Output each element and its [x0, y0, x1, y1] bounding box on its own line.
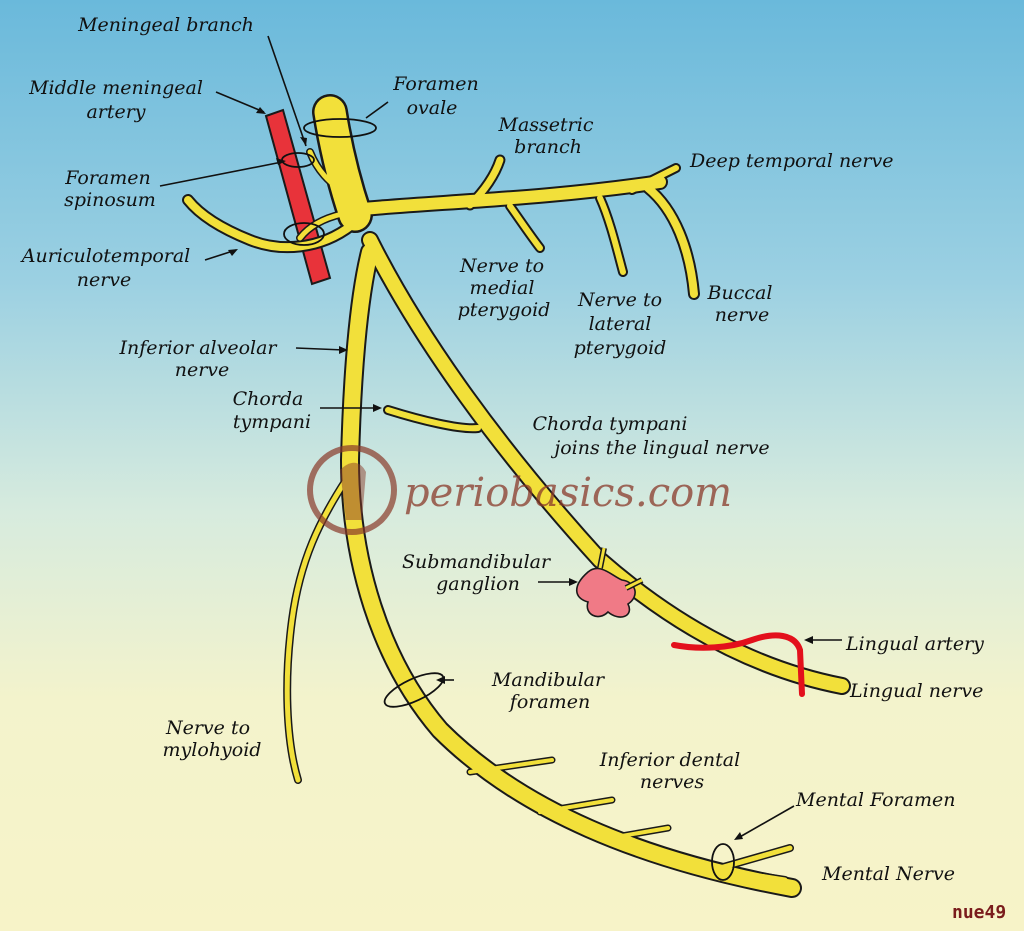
label-mylohyoid-line1: Nerve to: [165, 717, 250, 739]
label-auriculotemporal-line2: nerve: [77, 269, 132, 291]
label-chorda-joins-line2: joins the lingual nerve: [550, 437, 769, 459]
label-lateral-pterygoid-line2: lateral: [589, 313, 652, 335]
label-inferior-alveolar-line2: nerve: [175, 359, 230, 381]
label-middle-meningeal-line2: artery: [86, 101, 145, 123]
label-chorda-joins-line1: Chorda tympani: [532, 413, 687, 435]
submandibular-ganglion: [575, 567, 636, 618]
label-lingual-artery: Lingual artery: [845, 633, 984, 655]
label-medial-pterygoid-line3: pterygoid: [458, 299, 551, 321]
leader-lines: [159, 35, 842, 840]
auriculotemporal-loop-ring: [283, 222, 325, 246]
label-chorda-tympani-line2: tympani: [233, 411, 311, 433]
label-lateral-pterygoid-line1: Nerve to: [577, 289, 662, 311]
label-medial-pterygoid-line2: medial: [470, 277, 535, 299]
label-mental-foramen: Mental Foramen: [795, 789, 956, 811]
label-submandibular-line2: ganglion: [436, 573, 520, 595]
watermark-logo: [307, 445, 397, 535]
label-buccal-line1: Buccal: [707, 282, 773, 304]
label-medial-pterygoid-line1: Nerve to: [459, 255, 544, 277]
label-mandibular-foramen-line2: foramen: [508, 691, 590, 713]
label-inferior-dental-line2: nerves: [640, 771, 705, 793]
label-masseteric-line1: Massetric: [498, 114, 594, 136]
nerve-fills: [184, 96, 849, 896]
label-auriculotemporal-line1: Auriculotemporal: [20, 245, 191, 267]
label-foramen-ovale-line2: ovale: [407, 97, 458, 119]
label-middle-meningeal-line1: Middle meningeal: [28, 77, 203, 99]
label-submandibular-line1: Submandibular: [402, 551, 552, 573]
label-foramen-ovale-line1: Foramen: [392, 73, 479, 95]
label-lingual-nerve: Lingual nerve: [849, 680, 983, 702]
artist-signature: nue49: [952, 902, 1006, 923]
label-mylohyoid-line2: mylohyoid: [163, 739, 262, 761]
label-mandibular-foramen-line1: Mandibular: [491, 669, 606, 691]
label-foramen-spinosum-line2: spinosum: [64, 189, 156, 211]
mandibular-foramen-ring: [383, 672, 445, 708]
lingual-artery: [671, 632, 805, 697]
label-chorda-tympani-line1: Chorda: [233, 388, 304, 410]
labels: Meningeal branch Middle meningeal artery…: [20, 14, 984, 885]
label-deep-temporal: Deep temporal nerve: [689, 150, 894, 172]
label-inferior-dental-line1: Inferior dental: [599, 749, 740, 771]
watermark-text: periobasics.com: [404, 470, 732, 516]
label-meningeal-branch: Meningeal branch: [77, 14, 254, 36]
mental-foramen-ring: [711, 843, 735, 881]
label-buccal-line2: nerve: [715, 304, 770, 326]
foramen-ovale-ring: [303, 118, 377, 138]
label-inferior-alveolar-line1: Inferior alveolar: [118, 337, 278, 359]
label-masseteric-line2: branch: [514, 136, 582, 158]
label-foramen-spinosum-line1: Foramen: [64, 167, 151, 189]
label-lateral-pterygoid-line3: pterygoid: [574, 337, 667, 359]
label-mental-nerve: Mental Nerve: [821, 863, 955, 885]
